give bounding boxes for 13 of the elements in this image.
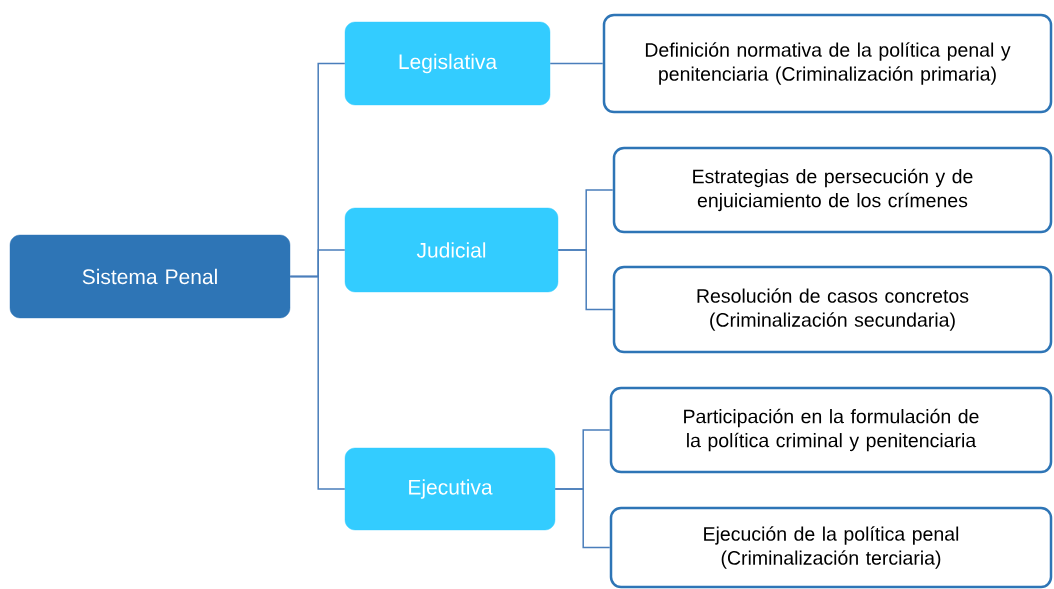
description-box: Ejecución de la política penal (Criminalización terciaria) <box>609 506 1053 589</box>
category-box: Ejecutiva <box>344 447 556 531</box>
description-box: Participación en la formulación de la política criminal y penitenciaria <box>609 386 1053 474</box>
connector-line <box>557 249 614 311</box>
connector-line <box>554 488 611 549</box>
connector-line <box>289 275 346 490</box>
category-box: Judicial <box>344 207 559 293</box>
category-box: Legislativa <box>344 21 551 106</box>
connector-line <box>549 62 604 65</box>
root-box: Sistema Penal <box>9 234 291 319</box>
description-box: Estrategias de persecución y de enjuiciamiento de los crímenes <box>612 146 1053 234</box>
description-box: Resolución de casos concretos (Criminalización secundaria) <box>612 265 1053 354</box>
description-box: Definición normativa de la política penal y penitenciaria (Criminalización primaria) <box>602 13 1053 114</box>
